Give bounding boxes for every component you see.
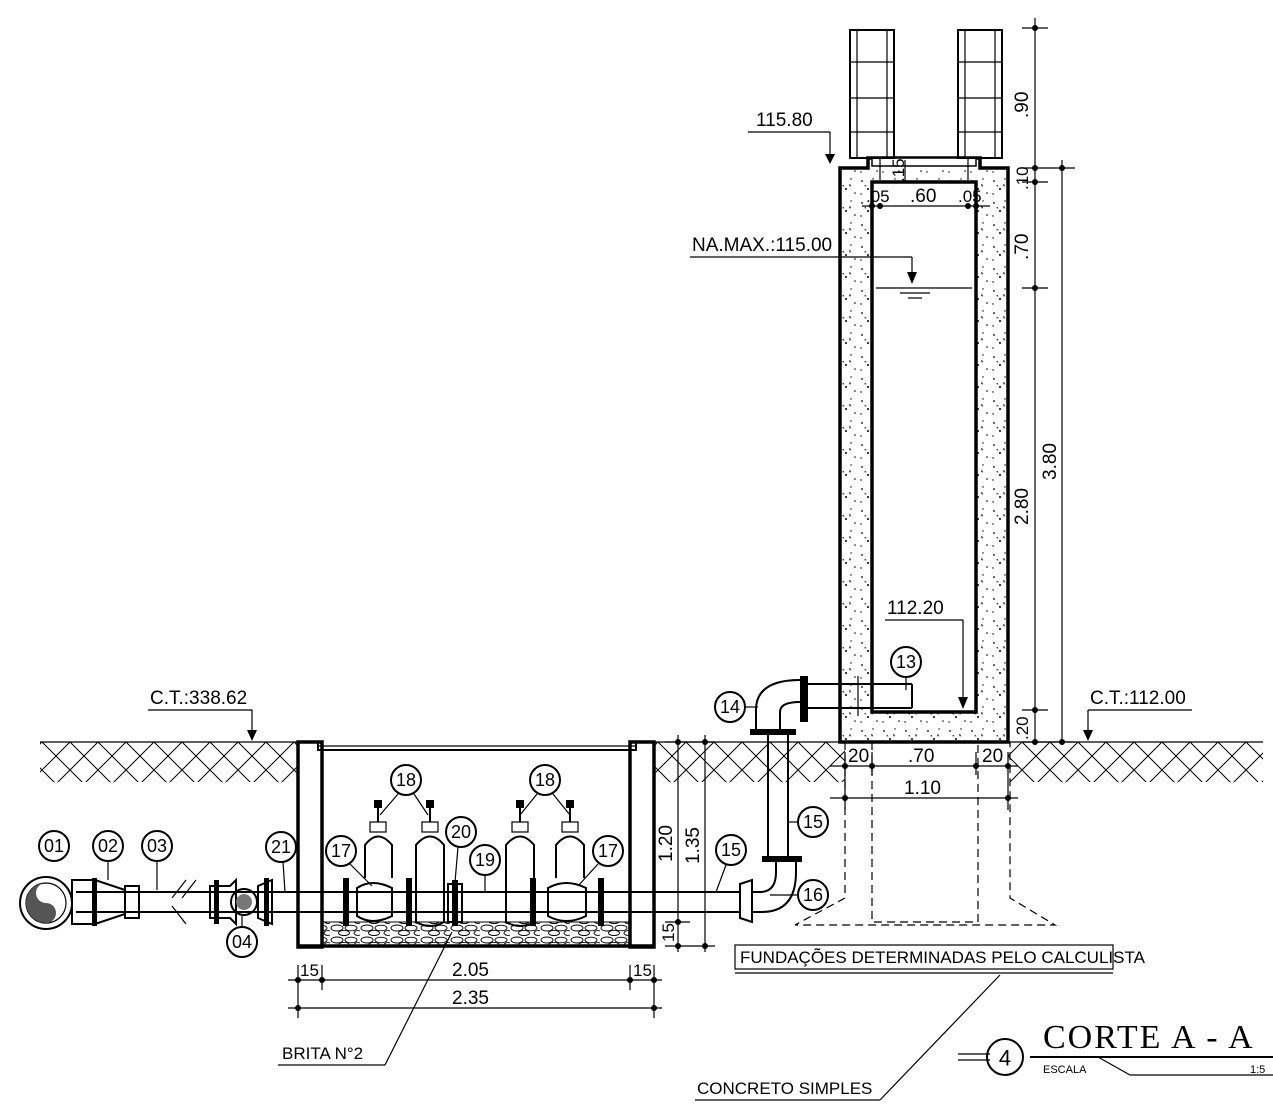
pipeline	[19, 676, 913, 930]
dim-box-wall-right: 15	[633, 961, 652, 980]
dim-box-inner-height: 1.20	[656, 825, 677, 862]
gate-valve-left-2	[415, 800, 445, 927]
dim-tower-total: 3.80	[1040, 443, 1061, 480]
dim-top-slab: .10	[1013, 166, 1032, 190]
note-foundation: FUNDAÇÕES DETERMINADAS PELO CALCULISTA	[740, 948, 1146, 967]
gate-valve-left-1	[364, 800, 393, 878]
item-04: 04	[232, 932, 252, 952]
dim-box-wall-left: 15	[300, 961, 319, 980]
dim-water-depth: 2.80	[1012, 488, 1033, 525]
tower-reservoir	[838, 29, 1010, 744]
item-16: 16	[803, 885, 823, 905]
dim-box-total-height: 1.35	[683, 827, 704, 864]
item-03: 03	[147, 836, 167, 856]
elevation-ground-right: C.T.:112.00	[1090, 688, 1186, 709]
item-20: 20	[451, 822, 471, 842]
title-block: 4 CORTE A - A ESCALA 1:5	[958, 1019, 1273, 1076]
item-15-pipe: 15	[721, 840, 741, 860]
dim-wall-right: .05	[958, 187, 982, 206]
ground-soil	[40, 741, 1263, 782]
dim-hatch-width: .60	[910, 186, 936, 207]
elevation-markers	[148, 131, 1192, 741]
dim-rail-height: .90	[1012, 92, 1033, 118]
dim-freeboard: .70	[1012, 234, 1033, 260]
section-title: CORTE A - A	[1043, 1019, 1255, 1056]
item-14: 14	[720, 697, 740, 717]
item-02: 02	[98, 836, 118, 856]
note-concrete: CONCRETO SIMPLES	[697, 1079, 872, 1098]
elevation-ground-left: C.T.:338.62	[150, 688, 247, 709]
scale-value: 1:5	[1250, 1064, 1265, 1076]
gate-valve-right-1	[505, 800, 535, 927]
dim-box-total: 2.35	[452, 988, 489, 1009]
dim-box-inner: 2.05	[452, 960, 489, 981]
dimension-lines	[288, 18, 1075, 1018]
dim-hatch-slab: .15	[889, 158, 908, 182]
valve-box	[296, 740, 656, 949]
dim-wall-left: .05	[866, 187, 890, 206]
dim-box-floor: 15	[659, 923, 678, 942]
item-13: 13	[896, 652, 916, 672]
dim-base-total: 1.10	[904, 778, 941, 799]
dim-base-inner: .70	[908, 746, 934, 767]
gate-valve-right-2	[555, 800, 585, 878]
scale-label: ESCALA	[1043, 1064, 1087, 1076]
elevation-max-water: NA.MAX.:115.00	[692, 235, 832, 256]
item-19: 19	[475, 850, 495, 870]
note-gravel: BRITA N°2	[282, 1044, 363, 1063]
item-18-right: 18	[535, 770, 555, 790]
dim-base-right: 20	[982, 746, 1003, 767]
foundation-outline	[734, 742, 1114, 974]
dim-bottom-slab: .20	[1013, 716, 1032, 740]
title-number: 4	[999, 1046, 1011, 1071]
elevation-top-slab: 115.80	[756, 110, 813, 131]
item-21: 21	[271, 837, 291, 857]
elevation-inlet: 112.20	[887, 598, 944, 619]
item-15-riser: 15	[803, 812, 823, 832]
item-17-left: 17	[331, 841, 351, 861]
item-17-right: 17	[598, 841, 618, 861]
dim-base-left: 20	[848, 746, 869, 767]
item-callouts: 01 02 03 04 13 14 15 15 16 17 17 18	[38, 646, 922, 958]
item-01: 01	[44, 836, 64, 856]
item-18-left: 18	[396, 770, 416, 790]
guard-rails	[849, 29, 1003, 159]
